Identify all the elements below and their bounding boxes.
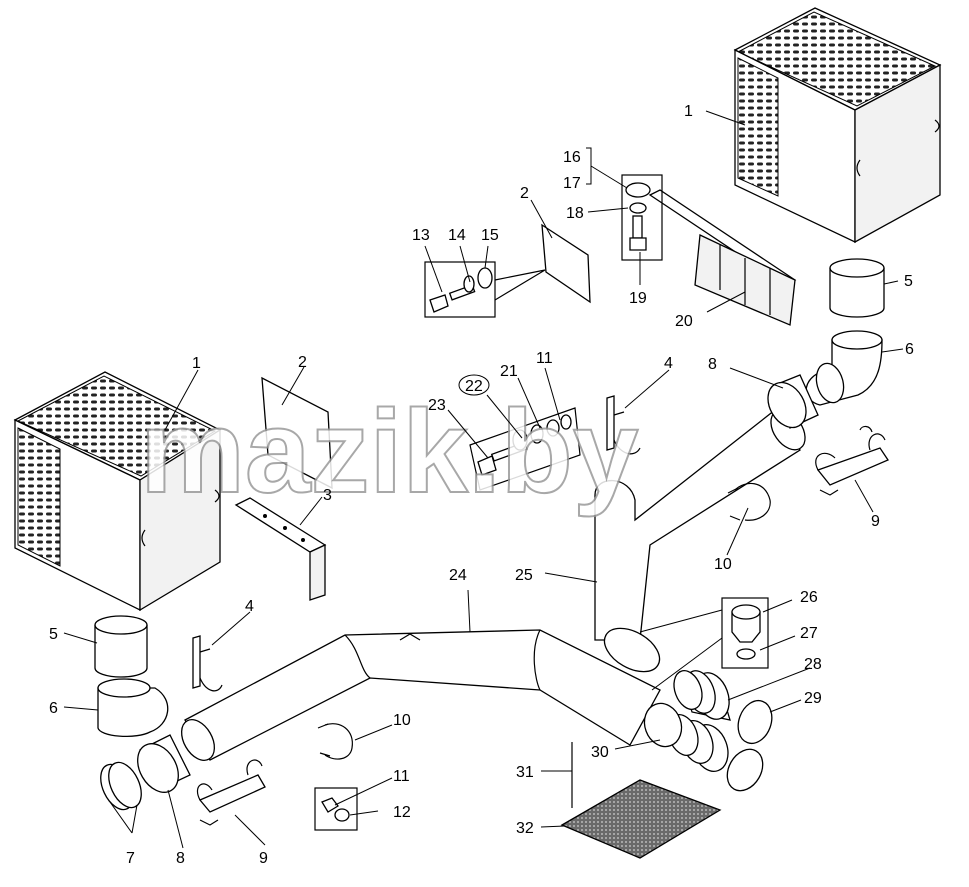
bracket-20 bbox=[648, 189, 797, 326]
elbow-6-right bbox=[805, 330, 883, 406]
coupling-8-right bbox=[767, 374, 819, 429]
bracket-9-left bbox=[196, 759, 266, 826]
plate-2-top bbox=[541, 223, 591, 304]
label-16: 16 bbox=[563, 149, 581, 166]
label-21: 21 bbox=[500, 363, 518, 380]
label-9-right: 9 bbox=[871, 513, 880, 530]
label-7: 7 bbox=[126, 850, 135, 867]
label-10-right: 10 bbox=[714, 556, 732, 573]
label-1-left: 1 bbox=[192, 355, 201, 372]
elbow-6-left bbox=[97, 678, 169, 738]
label-24: 24 bbox=[449, 567, 467, 584]
label-25: 25 bbox=[515, 567, 533, 584]
bracket-3 bbox=[234, 497, 327, 601]
label-2-left: 2 bbox=[298, 354, 307, 371]
label-19: 19 bbox=[629, 290, 647, 307]
label-5-right: 5 bbox=[904, 273, 913, 290]
label-6-right: 6 bbox=[905, 341, 914, 358]
label-28: 28 bbox=[804, 656, 822, 673]
label-20: 20 bbox=[675, 313, 693, 330]
label-3: 3 bbox=[323, 487, 332, 504]
label-32: 32 bbox=[516, 820, 534, 837]
duct-24 bbox=[180, 629, 661, 761]
label-8-right: 8 bbox=[708, 356, 717, 373]
plate-2-left bbox=[261, 376, 333, 490]
label-11-bottom: 11 bbox=[393, 768, 410, 785]
plug-26 bbox=[721, 597, 769, 669]
label-1-top: 1 bbox=[684, 103, 693, 120]
label-17: 17 bbox=[563, 175, 581, 192]
callout-labels: 1 1 2 2 3 4 4 5 5 6 6 7 8 8 9 9 10 10 11… bbox=[49, 103, 914, 867]
hanger-4-top bbox=[606, 395, 641, 455]
bellows-28 bbox=[673, 670, 731, 721]
clamp-rings-7 bbox=[100, 761, 142, 811]
hose-sleeve-5-left bbox=[94, 615, 148, 678]
label-8-left: 8 bbox=[176, 850, 185, 867]
label-5-left: 5 bbox=[49, 626, 58, 643]
heater-unit-left bbox=[13, 371, 222, 612]
hanger-4-left bbox=[192, 635, 223, 692]
label-14: 14 bbox=[448, 227, 466, 244]
hose-sleeve-5-right bbox=[829, 258, 885, 318]
label-15: 15 bbox=[481, 227, 499, 244]
label-29: 29 bbox=[804, 690, 822, 707]
label-23: 23 bbox=[428, 397, 446, 414]
label-10-bottom: 10 bbox=[393, 712, 411, 729]
label-2-top: 2 bbox=[520, 185, 529, 202]
clamp-rings-29 bbox=[726, 699, 773, 792]
bellows-30 bbox=[643, 702, 729, 772]
label-22: 22 bbox=[465, 378, 483, 395]
label-26: 26 bbox=[800, 589, 818, 606]
coupling-8-left bbox=[137, 734, 191, 793]
label-13: 13 bbox=[412, 227, 430, 244]
leader-lines bbox=[63, 110, 904, 849]
label-4-left: 4 bbox=[245, 598, 254, 615]
label-4-top: 4 bbox=[664, 355, 673, 372]
watermark: mazik.by bbox=[140, 386, 638, 518]
heater-unit-top-right bbox=[733, 7, 942, 244]
bracket-9-right bbox=[815, 425, 889, 496]
label-11-mid: 11 bbox=[536, 350, 553, 367]
fastener-group-16-19 bbox=[621, 174, 663, 261]
label-18: 18 bbox=[566, 205, 584, 222]
fastener-group-13-15 bbox=[424, 261, 546, 318]
mat-32 bbox=[560, 779, 722, 859]
label-31: 31 bbox=[516, 764, 534, 781]
strap-10-bottom bbox=[317, 723, 353, 760]
fastener-group-21-23 bbox=[469, 407, 581, 491]
label-27: 27 bbox=[800, 625, 818, 642]
strap-10-right bbox=[727, 482, 771, 521]
label-9-left: 9 bbox=[259, 850, 268, 867]
label-30: 30 bbox=[591, 744, 609, 761]
fastener-group-11-12 bbox=[314, 787, 358, 831]
label-6-left: 6 bbox=[49, 700, 58, 717]
label-12: 12 bbox=[393, 804, 411, 821]
